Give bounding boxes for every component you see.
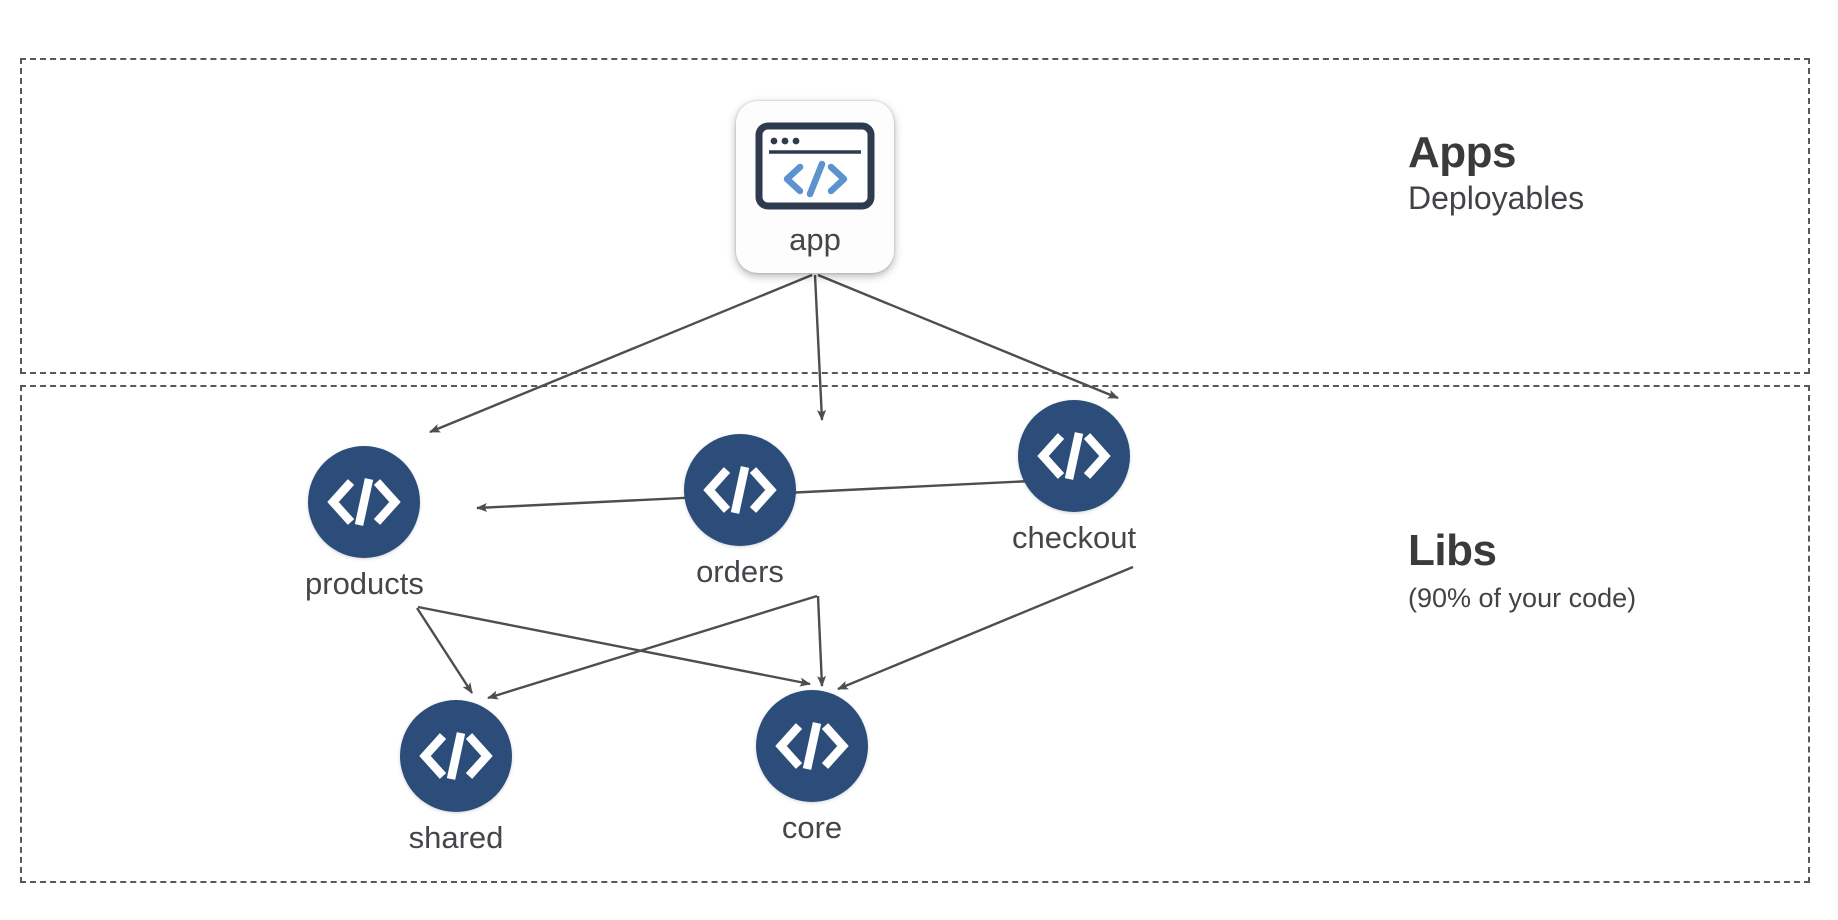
zone-box-libs (20, 385, 1810, 883)
node-circle-orders (684, 434, 796, 546)
node-core[interactable]: core (756, 690, 868, 845)
node-label-shared: shared (408, 820, 504, 855)
node-circle-checkout (1018, 400, 1131, 512)
code-brackets-icon (703, 462, 777, 518)
node-orders[interactable]: orders (684, 434, 796, 589)
node-app[interactable]: app (736, 101, 894, 273)
node-label-app: app (789, 222, 841, 257)
zone-subtitle-apps: Deployables (1408, 180, 1585, 217)
node-checkout[interactable]: checkout (1012, 400, 1136, 555)
zone-title-apps: Apps (1408, 128, 1517, 177)
code-brackets-icon (419, 728, 493, 784)
node-circle-core (756, 690, 868, 802)
code-brackets-icon (327, 474, 402, 530)
browser-code-icon (755, 122, 875, 215)
node-shared[interactable]: shared (400, 700, 512, 855)
zone-label-apps: Apps Deployables (1408, 128, 1585, 217)
zone-title-libs: Libs (1408, 526, 1497, 575)
node-label-checkout: checkout (1012, 520, 1137, 555)
zone-box-apps (20, 58, 1810, 374)
code-brackets-icon (775, 718, 849, 774)
zone-subtitle-libs: (90% of your code) (1408, 583, 1637, 614)
node-circle-products (308, 446, 421, 558)
node-label-products: products (305, 566, 424, 601)
zone-label-libs: Libs (90% of your code) (1408, 526, 1637, 614)
code-brackets-icon (1037, 428, 1111, 484)
node-circle-shared (400, 700, 512, 812)
node-label-orders: orders (696, 554, 784, 589)
node-products[interactable]: products (305, 446, 424, 601)
node-label-core: core (781, 810, 843, 845)
